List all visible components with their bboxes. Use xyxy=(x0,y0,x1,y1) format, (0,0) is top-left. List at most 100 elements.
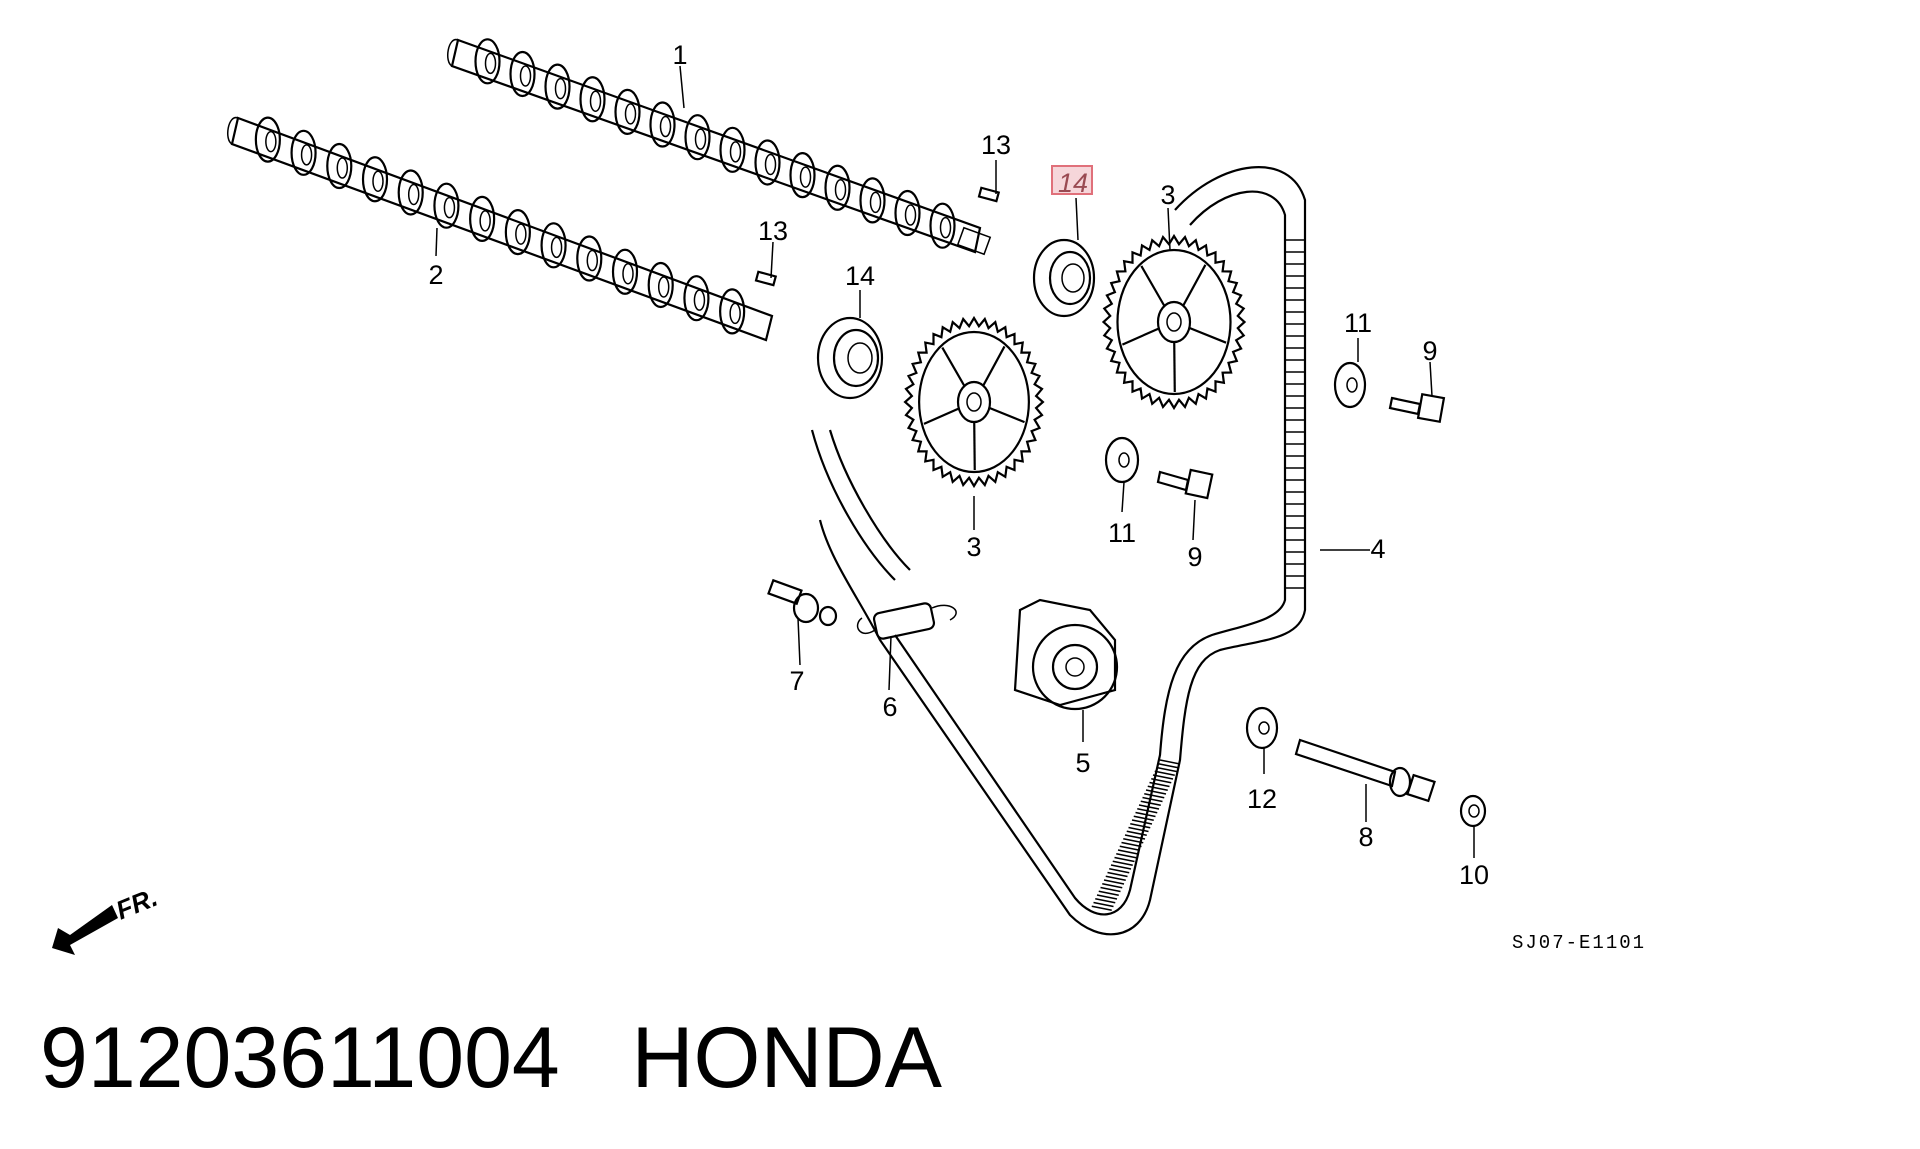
belt-tooth xyxy=(1102,883,1123,889)
washer-upper-right xyxy=(1333,361,1367,409)
cam-lobe-detail xyxy=(519,65,532,87)
brand-name: HONDA xyxy=(631,1010,943,1106)
woodruff-key-upper xyxy=(977,186,1001,203)
belt-tooth xyxy=(1159,759,1181,765)
footer-caption: 91203611004 HONDA xyxy=(40,1015,942,1101)
belt-tooth xyxy=(1095,898,1116,904)
belt-tooth xyxy=(1096,894,1118,900)
callout-tensioner-5: 5 xyxy=(1075,748,1090,778)
pulley-hub xyxy=(956,380,992,424)
cam-lobe xyxy=(649,101,676,148)
belt-tooth xyxy=(1137,808,1158,814)
cam-lobe xyxy=(719,288,746,335)
belt-tooth xyxy=(1135,811,1156,818)
pulley-bore xyxy=(966,392,982,412)
pulley-hub xyxy=(1156,300,1192,344)
pulley-spoke xyxy=(1182,264,1207,307)
callout-seal-14-left: 14 xyxy=(845,261,875,291)
belt-tooth xyxy=(1138,804,1160,810)
camshaft-pulley-right xyxy=(1101,233,1247,411)
cam-lobe-detail xyxy=(550,236,563,259)
belt-tooth xyxy=(1130,823,1151,829)
belt-tooth xyxy=(1131,819,1153,825)
highlight-box xyxy=(1051,165,1093,195)
cam-lobe xyxy=(361,156,389,203)
callout-nut-10: 10 xyxy=(1459,860,1489,890)
camshaft-pulley-left xyxy=(903,315,1045,489)
cam-lobe xyxy=(683,275,710,322)
washer-middle-hole xyxy=(1118,452,1130,468)
cam-lobe-detail xyxy=(904,204,917,226)
pulley-spoke xyxy=(941,347,966,387)
pulley-spoke xyxy=(982,345,1006,387)
cam-lobe xyxy=(576,235,603,282)
adjusting-bolt xyxy=(767,578,838,627)
callout-key-13-lower: 13 xyxy=(758,216,788,246)
cam-lobe xyxy=(719,126,746,173)
belt-tooth xyxy=(1140,800,1161,806)
cam-lobe-detail xyxy=(729,141,742,163)
cam-lobe-detail xyxy=(407,183,420,206)
oil-seal-highlighted xyxy=(1032,238,1096,318)
cam-lobe-detail xyxy=(554,77,567,100)
cam-lobe-detail xyxy=(834,179,847,201)
belt-tooth xyxy=(1145,789,1167,795)
belt-tooth xyxy=(1098,890,1119,896)
callout-bolt-7: 7 xyxy=(789,666,804,696)
cam-lobe xyxy=(929,202,956,249)
washer-middle xyxy=(1104,436,1140,484)
cam-lobe-detail xyxy=(372,170,384,192)
belt-tooth xyxy=(1124,834,1146,840)
belt-tooth xyxy=(1114,856,1135,863)
belt-tooth xyxy=(1103,879,1125,885)
cam-lobe-detail xyxy=(479,210,491,232)
cam-lobe-detail xyxy=(589,90,602,112)
callout-bolt-8: 8 xyxy=(1358,822,1373,852)
woodruff-key-lower xyxy=(754,270,778,287)
pulley-spoke xyxy=(1121,327,1160,346)
pulley-bolt-middle xyxy=(1156,468,1214,500)
belt-tooth xyxy=(1116,853,1137,859)
belt-tooth xyxy=(1128,826,1149,833)
camshaft-upper xyxy=(446,38,992,256)
cam-lobe-detail xyxy=(729,302,741,325)
callout-pulley-3-right: 3 xyxy=(1160,180,1175,210)
tensioner-spring xyxy=(856,602,957,640)
cam-lobe-detail xyxy=(939,216,952,239)
pulley-spoke xyxy=(988,406,1025,424)
cam-lobe xyxy=(433,182,460,229)
callout-camshaft-1: 1 xyxy=(672,40,687,70)
cam-lobe-detail xyxy=(515,223,527,245)
cam-lobe xyxy=(474,38,501,85)
cam-lobe-detail xyxy=(336,157,349,179)
cam-lobe xyxy=(859,177,886,224)
belt-tooth xyxy=(1093,901,1114,908)
belt-tooth xyxy=(1142,796,1163,803)
tensioner-long-bolt xyxy=(1294,738,1436,803)
belt-tooth xyxy=(1119,845,1140,851)
part-number: 91203611004 xyxy=(40,1010,560,1106)
cam-lobe xyxy=(544,63,571,110)
belt-tooth xyxy=(1091,905,1112,911)
belt-tooth xyxy=(1158,763,1179,769)
diagram-code: SJ07-E1101 xyxy=(1512,932,1646,954)
belt-tooth xyxy=(1133,815,1154,821)
belt-tooth xyxy=(1112,860,1133,866)
callout-spring-6: 6 xyxy=(882,692,897,722)
cam-lobe-detail xyxy=(764,153,777,176)
pulley-spoke xyxy=(1188,326,1227,344)
callout-washer-11-middle: 11 xyxy=(1108,518,1136,548)
camshaft-lower xyxy=(226,116,774,342)
cam-lobe-detail xyxy=(624,103,637,125)
cam-lobe xyxy=(509,50,536,98)
belt-tooth xyxy=(1156,766,1177,773)
cam-lobe-detail xyxy=(300,144,313,166)
belt-tooth xyxy=(1107,871,1128,878)
pulley-bolt-upper-right xyxy=(1388,392,1446,424)
front-direction-label: FR. xyxy=(112,882,162,926)
callout-camshaft-2: 2 xyxy=(428,260,443,290)
callout-key-13-upper: 13 xyxy=(981,130,1011,160)
pulley-spoke xyxy=(973,421,976,471)
tensioner-nut xyxy=(1459,794,1487,828)
washer-upper-right-hole xyxy=(1346,377,1358,393)
